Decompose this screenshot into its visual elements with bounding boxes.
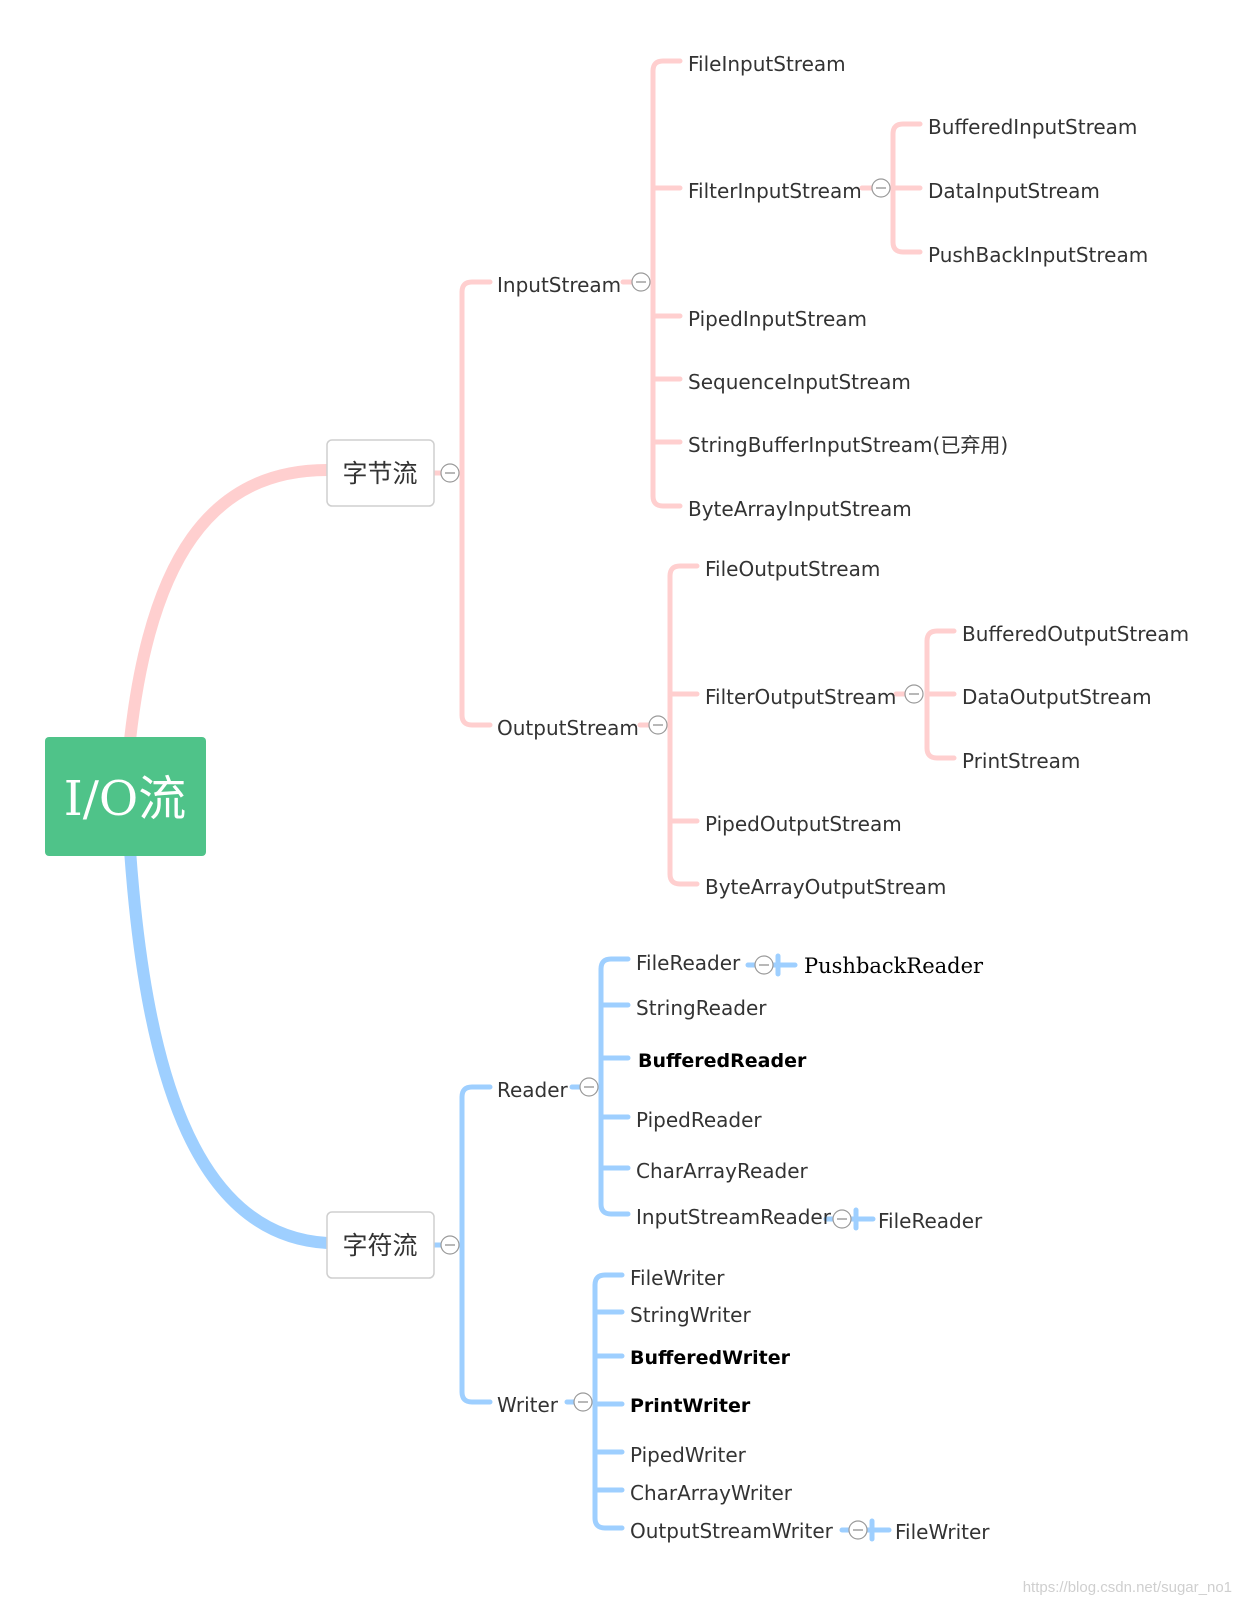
root-node[interactable] xyxy=(45,737,206,856)
input-child-node[interactable]: FileInputStream xyxy=(688,52,846,76)
collapse-icon[interactable] xyxy=(648,715,668,735)
collapse-icon[interactable] xyxy=(871,178,891,198)
writer-child-node[interactable]: CharArrayWriter xyxy=(630,1481,793,1505)
filter-output-child-node[interactable]: DataOutputStream xyxy=(962,685,1152,709)
reader-child-node[interactable]: InputStreamReader xyxy=(636,1205,832,1229)
char-stream-connectors xyxy=(431,953,892,1542)
collapse-icon[interactable] xyxy=(440,1235,460,1255)
pushbackreader-node[interactable]: PushbackReader xyxy=(804,954,984,978)
writer-child-node[interactable]: FileWriter xyxy=(630,1266,725,1290)
byte-stream-connectors xyxy=(431,58,957,887)
reader-child-node[interactable]: StringReader xyxy=(636,996,767,1020)
collapse-icon[interactable] xyxy=(754,955,774,975)
input-child-node[interactable]: StringBufferInputStream(已弃用) xyxy=(688,433,1008,457)
writer-child-node[interactable]: OutputStreamWriter xyxy=(630,1519,834,1543)
input-child-node[interactable]: PipedInputStream xyxy=(688,307,867,331)
char-stream-label: 字符流 xyxy=(342,1231,417,1260)
reader-child-node[interactable]: CharArrayReader xyxy=(636,1159,809,1183)
connector-byte-stream xyxy=(124,464,333,746)
byte-stream-label: 字节流 xyxy=(342,459,417,488)
filter-output-child-node[interactable]: PrintStream xyxy=(962,749,1080,773)
input-child-node[interactable]: ByteArrayInputStream xyxy=(688,497,912,521)
filter-input-child-node[interactable]: BufferedInputStream xyxy=(928,115,1137,139)
watermark: https://blog.csdn.net/sugar_no1 xyxy=(1022,1579,1232,1596)
output-child-node[interactable]: PipedOutputStream xyxy=(705,812,902,836)
collapse-icon[interactable] xyxy=(631,272,651,292)
input-child-node[interactable]: FilterInputStream xyxy=(688,179,862,203)
output-child-node[interactable]: FileOutputStream xyxy=(705,557,880,581)
reader-child-node[interactable]: BufferedReader xyxy=(638,1050,807,1072)
collapse-icon[interactable] xyxy=(832,1209,852,1229)
output-child-node[interactable]: FilterOutputStream xyxy=(705,685,896,709)
collapse-icon[interactable] xyxy=(904,684,924,704)
byte-stream-node[interactable] xyxy=(326,439,435,507)
reader-child-node[interactable]: PipedReader xyxy=(636,1108,762,1132)
writer-child-node[interactable]: StringWriter xyxy=(630,1303,751,1327)
connector-char-stream xyxy=(124,844,333,1249)
inputstream-node[interactable]: InputStream xyxy=(497,273,621,297)
filter-input-child-node[interactable]: DataInputStream xyxy=(928,179,1100,203)
collapse-icon[interactable] xyxy=(848,1520,868,1540)
isr-filereader-node[interactable]: FileReader xyxy=(878,1209,983,1233)
output-child-node[interactable]: ByteArrayOutputStream xyxy=(705,875,946,899)
writer-child-node[interactable]: PipedWriter xyxy=(630,1443,747,1467)
char-stream-node[interactable] xyxy=(326,1211,435,1279)
root-label: I/O流 xyxy=(64,771,187,827)
collapse-icon[interactable] xyxy=(579,1077,599,1097)
collapse-icon[interactable] xyxy=(573,1392,593,1412)
writer-child-node[interactable]: PrintWriter xyxy=(630,1395,751,1417)
outputstream-node[interactable]: OutputStream xyxy=(497,716,639,740)
filter-output-child-node[interactable]: BufferedOutputStream xyxy=(962,622,1189,646)
writer-node[interactable]: Writer xyxy=(497,1393,559,1417)
reader-node[interactable]: Reader xyxy=(497,1078,569,1102)
input-child-node[interactable]: SequenceInputStream xyxy=(688,370,911,394)
writer-child-node[interactable]: BufferedWriter xyxy=(630,1347,791,1369)
osw-filewriter-node[interactable]: FileWriter xyxy=(895,1520,990,1544)
filter-input-child-node[interactable]: PushBackInputStream xyxy=(928,243,1148,267)
reader-child-node[interactable]: FileReader xyxy=(636,951,741,975)
collapse-icon[interactable] xyxy=(440,463,460,483)
